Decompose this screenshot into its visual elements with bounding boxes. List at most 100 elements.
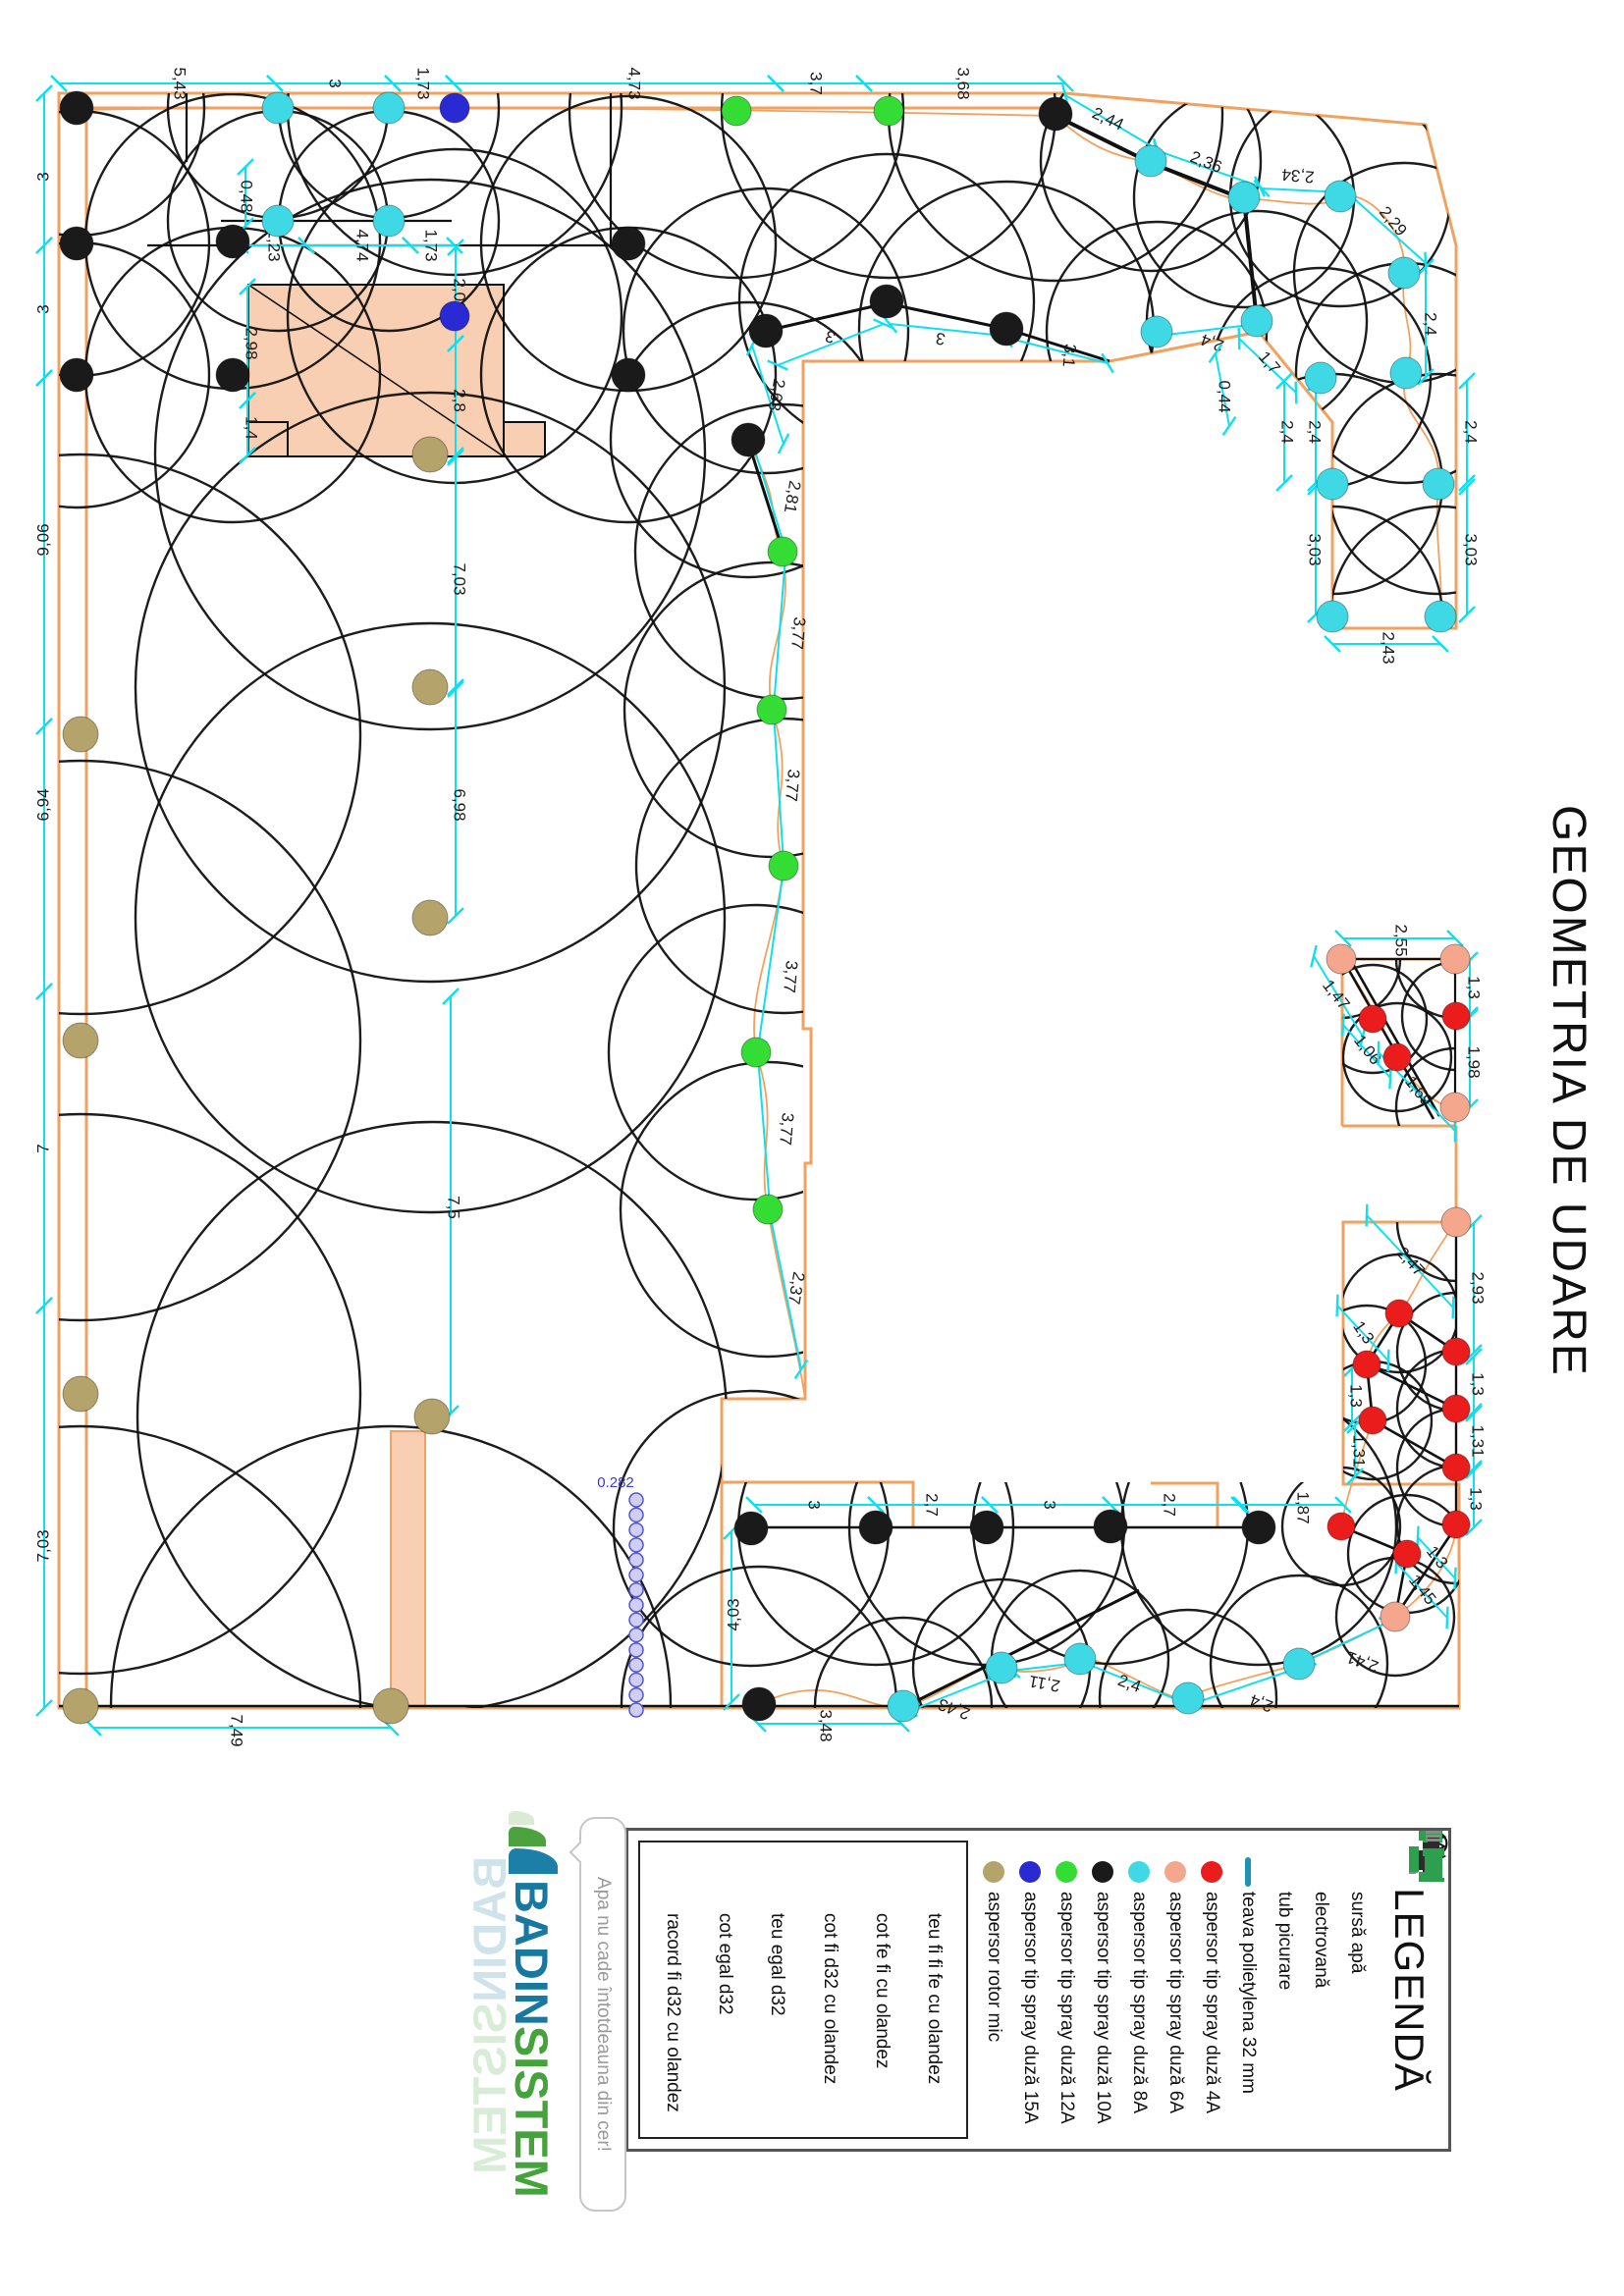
dimension-label: 1,73: [422, 229, 441, 261]
property-boundary: [1151, 1481, 1219, 1528]
sprinkler-tan-icon: [372, 1687, 409, 1725]
dimension-label: 7,49: [228, 1714, 246, 1746]
sprinkler-black-icon: [733, 1511, 769, 1546]
sprinkler-red-icon: [1326, 1512, 1356, 1541]
sprinkler-tan-icon: [62, 1375, 99, 1413]
legend-item-label: aspersor tip spray duză 12A: [1056, 1892, 1078, 2124]
sprinkler-black-icon: [59, 90, 94, 126]
legend-item-tan: aspersor rotor mic: [976, 1831, 1012, 2149]
dimension-label: 2,44: [1089, 103, 1126, 133]
dimension-label: 3: [326, 79, 345, 87]
sprinkler-green-icon: [752, 1194, 784, 1225]
sprinkler-cyan-icon: [1134, 144, 1167, 178]
sprinkler-tan-icon: [413, 1398, 451, 1435]
sprinkler-black-icon: [59, 357, 94, 393]
legend-fitting-tee-dark: teu fi fi fe cu olandez: [908, 1831, 1437, 2137]
sprinkler-black-icon: [1038, 96, 1073, 132]
sprinkler-cyan-icon: [372, 204, 406, 238]
structure-line: [1372, 1418, 1457, 1469]
brand-logo: Apa nu cade întotdeauna din cer! BADINSI…: [463, 1811, 626, 2216]
dimension-label: 2,7: [923, 1493, 942, 1517]
sprinkler-black-icon: [59, 226, 94, 261]
sprinkler-red-icon: [1441, 1453, 1471, 1482]
structure-line: [1150, 161, 1245, 201]
drip-length-label: 0.282: [597, 1474, 634, 1491]
legend-fitting-label: teu fi fi fe cu olandez: [924, 1913, 946, 2085]
legend-fitting-coupler-green: racord fi d32 cu olandez: [647, 1831, 1444, 2137]
legend-item-blue: aspersor tip spray duză 15A: [1012, 1831, 1049, 2149]
sprinkler-black-icon: [969, 1510, 1004, 1545]
legend-item-black: aspersor tip spray duză 10A: [1085, 1831, 1121, 2149]
dimension-label: 4,74: [353, 229, 372, 261]
sprinkler-black-icon: [1241, 1510, 1276, 1545]
slogan-text: Apa nu cade întotdeauna din cer!: [593, 1877, 614, 2152]
sprinkler-black-icon: [741, 1686, 777, 1722]
dimension-label: 2,4: [1247, 1690, 1275, 1716]
sprinkler-cyan-icon: [985, 1651, 1018, 1684]
dimension-label: 2,34: [1281, 165, 1316, 187]
sprinkler-black-icon: [1093, 1509, 1128, 1544]
sprinkler-green-icon: [767, 536, 798, 567]
sprinkler-cyan-icon: [372, 91, 406, 125]
dimension-label: 2,4: [1198, 330, 1226, 355]
dimension-label: 3: [33, 172, 52, 181]
sprinkler-cyan-icon: [1304, 361, 1337, 395]
legend-item-label: teava polietylena 32 mm: [1238, 1892, 1260, 2094]
legend-fitting-elbow-dark: cot fe fi cu olandez: [856, 1833, 1442, 2137]
pipe-run: [1340, 958, 1456, 1108]
pipe-run: [76, 106, 1056, 117]
legend-item-line: teava polietylena 32 mm: [1230, 1831, 1267, 2149]
sprinkler-cyan-icon: [887, 1689, 920, 1723]
dimension-label: 3: [805, 1500, 824, 1509]
legend-item-label: sursă apă: [1347, 1892, 1369, 1974]
building-footprint: [390, 1430, 426, 1707]
legend-fitting-tee-green: teu egal d32: [751, 1831, 1438, 2137]
dimension-label: 3,77: [776, 1112, 797, 1147]
sprinkler-dot-icon: [1128, 1861, 1151, 1883]
sprinkler-red-icon: [1384, 1299, 1414, 1328]
sprinkler-cyan-icon: [1422, 467, 1455, 501]
dimension-label: 9,06: [33, 523, 52, 556]
legend-item-red: aspersor tip spray duză 4A: [1194, 1831, 1230, 2149]
dimension-label: 3,68: [954, 67, 973, 99]
sprinkler-red-icon: [1352, 1350, 1381, 1379]
sprinkler-salmon-icon: [1326, 943, 1357, 975]
sprinkler-black-icon: [731, 422, 766, 457]
legend-item-green: aspersor tip spray duză 12A: [1049, 1831, 1085, 2149]
sprinkler-cyan-icon: [1063, 1642, 1097, 1676]
sprinkler-black-icon: [748, 313, 784, 348]
sprinkler-dot-icon: [1056, 1861, 1078, 1883]
pipe-line-icon: [1245, 1857, 1252, 1887]
sprinkler-dot-icon: [983, 1861, 1005, 1883]
sprinkler-green-icon: [721, 95, 752, 127]
coupler-d32-fitting-icon: [1423, 1831, 1444, 1882]
dimension-label: 3: [823, 326, 838, 347]
dimension-label: 1,31: [1350, 1434, 1369, 1467]
dimension-label: 3,03: [1462, 533, 1481, 565]
structure-line: [765, 301, 888, 333]
dimension-label: 2,55: [1392, 924, 1411, 956]
sprinkler-salmon-icon: [1380, 1601, 1411, 1632]
dimension-label: 1,3: [1347, 1384, 1366, 1408]
dimension-label: 2,4: [1115, 1671, 1144, 1696]
dimension-label: 2,4: [1306, 420, 1325, 444]
brand-row: BADINSISTEM: [506, 1811, 568, 2216]
brand-reflection: BADINSISTEM: [463, 1856, 515, 2174]
sprinkler-black-icon: [989, 311, 1024, 347]
dimension-label: 2,7: [1161, 1493, 1179, 1517]
dimension-label: 3,1: [1059, 343, 1080, 367]
legend-item-label: aspersor tip spray duză 4A: [1202, 1892, 1223, 2114]
dimension-label: 2,43: [1380, 631, 1398, 664]
dimension-label: 2,41: [1344, 1647, 1381, 1676]
sprinkler-black-icon: [215, 357, 250, 393]
sprinkler-cyan-icon: [1227, 181, 1261, 214]
dimension-label: 1,47: [1319, 976, 1353, 1013]
leaf-icon: [509, 1811, 558, 1874]
structure-line: [1366, 1362, 1457, 1411]
sprinkler-cyan-icon: [1282, 1647, 1316, 1681]
sprinkler-cyan-icon: [1316, 600, 1349, 633]
